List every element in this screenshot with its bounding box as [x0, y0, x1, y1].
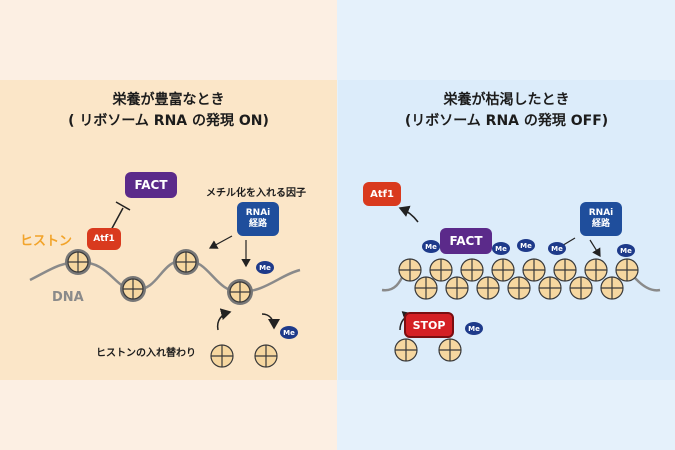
right-title: 栄養が枯渇したとき (リボソーム RNA の発現 OFF) [338, 90, 675, 132]
left-title: 栄養が豊富なとき ( リボソーム RNA の発現 ON) [0, 90, 337, 132]
left-rnai-line1: RNAi [245, 208, 271, 218]
left-nucleosome-4 [226, 278, 254, 306]
right-exchange-nucleosome-1 [394, 338, 418, 362]
right-me-badge-4: Me [548, 242, 566, 255]
right-me-badge-5: Me [617, 244, 635, 257]
left-rnai-line2: 経路 [248, 219, 267, 229]
right-stop-badge: STOP [404, 312, 454, 338]
left-dna-label: DNA [52, 290, 84, 305]
right-rnai-line2: 経路 [591, 219, 610, 229]
left-title-line2: ( リボソーム RNA の発現 ON) [68, 113, 269, 129]
left-rnai-badge: RNAi 経路 [237, 202, 279, 236]
right-rnai-line1: RNAi [588, 208, 614, 218]
right-exchange-nucleosome-2 [438, 338, 462, 362]
right-rnai-badge: RNAi 経路 [580, 202, 622, 236]
left-nucleosome-3 [172, 248, 200, 276]
left-methyl-label: メチル化を入れる因子 [206, 188, 306, 199]
left-title-line1: 栄養が豊富なとき [112, 92, 225, 108]
right-me-badge-1: Me [422, 240, 440, 253]
left-exchange-nucleosome-2 [254, 344, 278, 368]
left-atf1-badge: Atf1 [87, 228, 121, 250]
right-me-badge-6: Me [465, 322, 483, 335]
right-title-line1: 栄養が枯渇したとき [443, 92, 570, 108]
left-nucleosome-2 [119, 275, 147, 303]
left-exchange-label: ヒストンの入れ替わり [96, 348, 196, 359]
right-me-badge-3: Me [517, 239, 535, 252]
left-me-badge-2: Me [280, 326, 298, 339]
left-nucleosome-1 [64, 248, 92, 276]
right-me-badge-2: Me [492, 242, 510, 255]
left-fact-badge: FACT [125, 172, 177, 198]
right-fact-badge: FACT [440, 228, 492, 254]
left-histone-label: ヒストン [20, 234, 73, 249]
left-me-badge-1: Me [256, 261, 274, 274]
right-atf1-badge: Atf1 [363, 182, 401, 206]
right-title-line2: (リボソーム RNA の発現 OFF) [404, 113, 609, 129]
left-exchange-nucleosome-1 [210, 344, 234, 368]
